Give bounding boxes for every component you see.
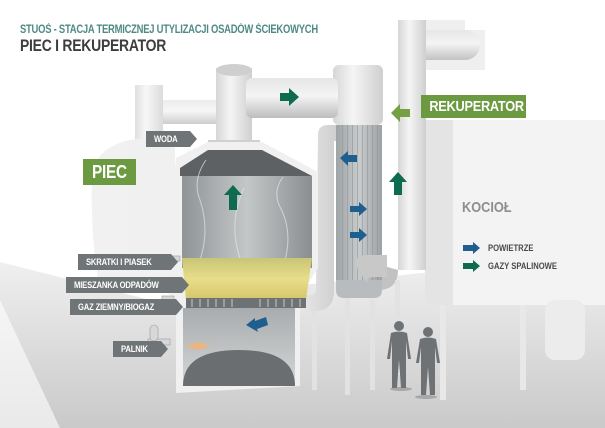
legend: POWIETRZE GAZY SPALINOWE: [463, 242, 569, 272]
furnace-label: PIEC: [83, 159, 136, 185]
legend-item-air: POWIETRZE: [463, 242, 569, 254]
air-arrow-windbox: [246, 317, 268, 332]
recuperator: [333, 65, 387, 298]
input-label-water: WODA: [146, 131, 197, 147]
input-label-burner: PALNIK: [113, 341, 168, 357]
burner-flame: [184, 341, 212, 351]
page-subtitle: STUOŚ - STACJA TERMICZNEJ UTYLIZACJI OSA…: [20, 24, 318, 36]
flue-gas-arrow-riser: [389, 172, 407, 195]
arrow-right-icon: [463, 242, 480, 254]
legend-item-flue-gas: GAZY SPALINOWE: [463, 260, 569, 272]
flue-gas-arrow-duct: [280, 88, 299, 106]
arrow-right-icon: [463, 260, 480, 272]
recuperator-label: REKUPERATOR: [421, 95, 526, 118]
recuperator-inflow-arrow: [391, 104, 410, 122]
boiler-label: KOCIOŁ: [462, 199, 512, 216]
air-arrow-3: [350, 228, 367, 242]
air-arrow-1: [340, 151, 357, 166]
input-label-natural-gas-biogas: GAZ ZIEMNY/BIOGAZ: [70, 299, 183, 315]
people-silhouettes: [387, 321, 440, 399]
flue-gas-arrow-furnace: [224, 185, 242, 210]
input-label-screenings-sand: SKRATKI I PIASEK: [78, 254, 179, 270]
boiler-structure: [368, 20, 605, 400]
input-label-waste-mixture: MIESZANKA ODPADÓW: [66, 277, 189, 293]
air-arrow-2: [350, 202, 367, 216]
page-title: PIEC I REKUPERATOR: [20, 36, 167, 55]
furnace: [164, 142, 318, 393]
